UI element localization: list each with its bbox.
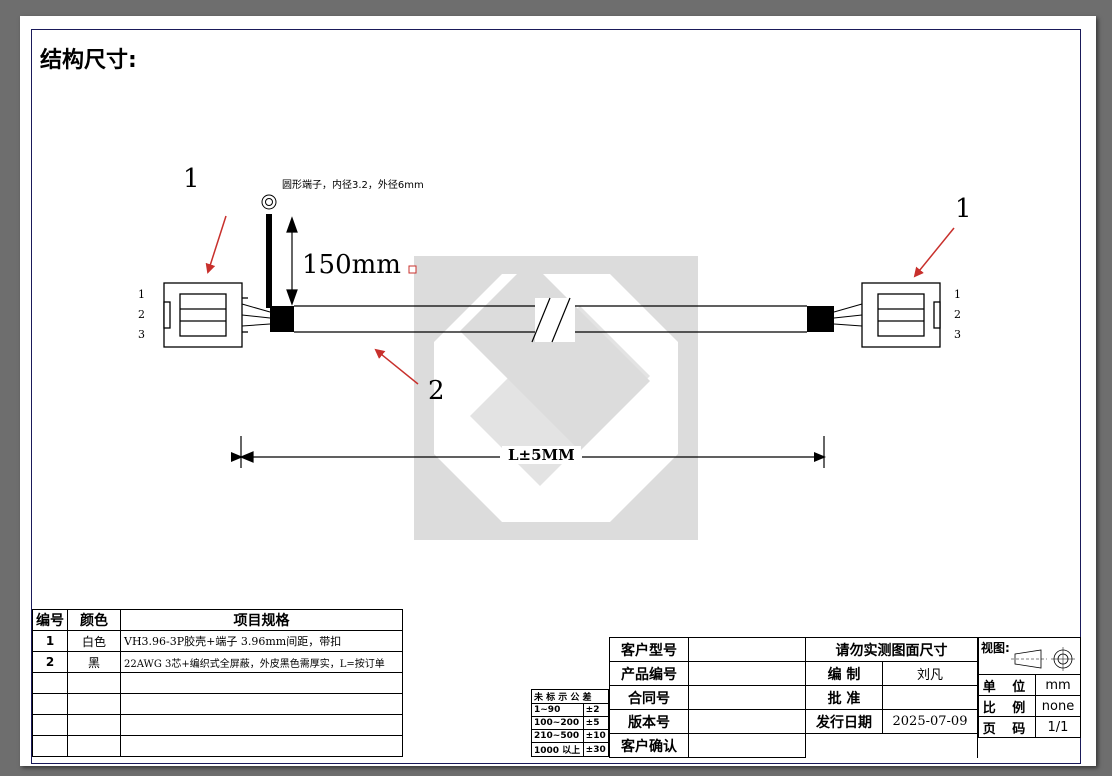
right-pin-2: 2	[954, 308, 961, 321]
drawn-by-value: 刘凡	[882, 661, 978, 686]
bom-cell-spec: VH3.96-3P胶壳+端子 3.96mm间距，带扣	[120, 630, 403, 652]
bom-cell-no: 1	[32, 630, 68, 652]
bom-header-no: 编号	[32, 609, 68, 631]
customer-confirm-label: 客户确认	[609, 733, 689, 758]
tolerance-value: ±30	[582, 742, 610, 757]
contract-no-label: 合同号	[609, 685, 689, 710]
bom-header-row: 编号 颜色 项目规格	[32, 609, 403, 631]
page-label: 页 码	[978, 716, 1036, 738]
bom-header-color: 颜色	[67, 609, 121, 631]
tolerance-value: ±2	[582, 703, 610, 717]
drawn-by-label: 编 制	[805, 661, 883, 686]
drawing-sheet: 结构尺寸:	[20, 16, 1096, 766]
ring-terminal-note: 圆形端子，内径3.2，外径6mm	[282, 180, 424, 191]
length-dimension	[231, 436, 826, 468]
cable-drawing	[163, 194, 955, 540]
cable	[270, 297, 834, 343]
bom-cell-color: 白色	[67, 630, 121, 652]
watermark-logo	[414, 256, 698, 540]
table-row	[32, 735, 403, 757]
tolerance-range: 210~500	[531, 729, 584, 743]
table-row: 1000 以上±30	[531, 742, 610, 757]
table-row: 2 黑 22AWG 3芯+编织式全屏蔽，外皮黑色需厚实，L=按订单	[32, 651, 403, 673]
table-row: 1 白色 VH3.96-3P胶壳+端子 3.96mm间距，带扣	[32, 630, 403, 652]
right-connector	[861, 282, 941, 348]
right-pin-3: 3	[954, 328, 961, 341]
tolerance-value: ±5	[582, 716, 610, 730]
page-value: 1/1	[1035, 716, 1081, 738]
callout-left-label: 1	[183, 164, 200, 194]
version-no-label: 版本号	[609, 709, 689, 734]
section-title: 结构尺寸:	[40, 48, 137, 73]
left-wires	[241, 303, 271, 327]
bom-cell-no: 2	[32, 651, 68, 673]
left-pin-2: 2	[138, 308, 145, 321]
bom-cell-spec: 22AWG 3芯+编织式全屏蔽，外皮黑色需厚实，L=按订单	[120, 651, 403, 673]
table-row	[32, 714, 403, 736]
bom-header-spec: 项目规格	[120, 609, 403, 631]
issue-date-label: 发行日期	[805, 709, 883, 734]
view-label: 视图:	[981, 641, 1010, 655]
callout-cable-label: 2	[428, 376, 445, 406]
tolerance-range: 1~90	[531, 703, 584, 717]
tolerance-value: ±10	[582, 729, 610, 743]
table-row	[32, 672, 403, 694]
scale-value: none	[1035, 695, 1081, 717]
drawing-frame	[31, 29, 1081, 764]
ring-length-dimension	[286, 216, 417, 306]
title-block: 客户型号 请勿实测图面尺寸 产品编号 编 制 刘凡 合同号 批 准 版本号 发行…	[609, 637, 978, 758]
tolerance-table: 未 标 示 公 差 1~90±2 100~200±5 210~500±10 10…	[531, 689, 610, 757]
table-row	[32, 693, 403, 715]
table-row: 1~90±2	[531, 703, 610, 717]
issue-date-value: 2025-07-09	[882, 709, 978, 734]
right-wires	[833, 303, 863, 327]
left-pin-1: 1	[138, 288, 145, 301]
tolerance-header: 未 标 示 公 差	[531, 689, 609, 704]
tolerance-range: 1000 以上	[531, 742, 584, 757]
ring-length-label: 150mm	[302, 250, 401, 280]
bom-table: 编号 颜色 项目规格 1 白色 VH3.96-3P胶壳+端子 3.96mm间距，…	[32, 609, 403, 757]
left-connector	[163, 282, 248, 348]
length-dimension-label: L±5MM	[502, 446, 581, 464]
callout-arrows	[205, 215, 955, 385]
tolerance-range: 100~200	[531, 716, 584, 730]
projection-symbol-icon	[1011, 647, 1075, 671]
table-row: 210~500±10	[531, 729, 610, 743]
scale-label: 比 例	[978, 695, 1036, 717]
notice-label: 请勿实测图面尺寸	[805, 637, 978, 662]
customer-model-label: 客户型号	[609, 637, 689, 662]
product-no-label: 产品编号	[609, 661, 689, 686]
unit-value: mm	[1035, 674, 1081, 696]
unit-label: 单 位	[978, 674, 1036, 696]
view-box: 视图:	[978, 637, 1081, 675]
left-pin-3: 3	[138, 328, 145, 341]
ring-terminal	[261, 194, 277, 308]
right-pin-1: 1	[954, 288, 961, 301]
approved-label: 批 准	[805, 685, 883, 710]
table-row: 100~200±5	[531, 716, 610, 730]
bom-cell-color: 黑	[67, 651, 121, 673]
callout-right-label: 1	[955, 194, 972, 224]
